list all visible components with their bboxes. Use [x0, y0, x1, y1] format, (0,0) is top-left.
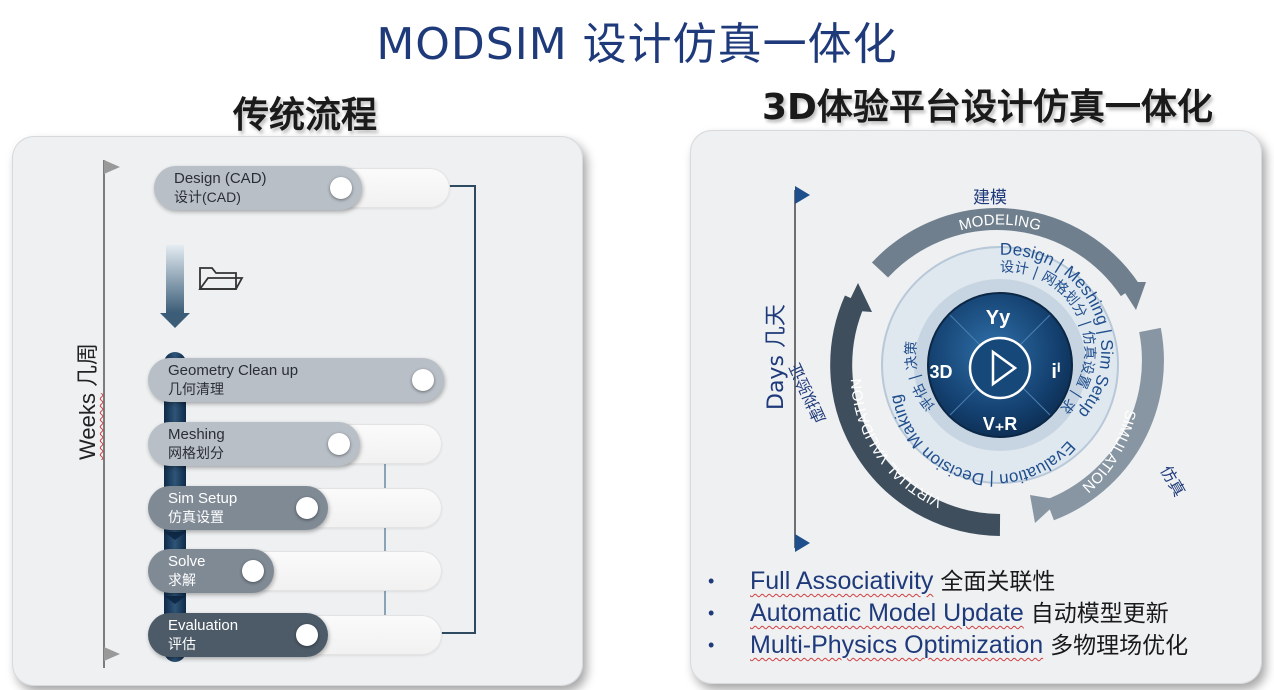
modeling-en-label: MODELING: [957, 212, 1043, 235]
play-circle: [968, 336, 1032, 400]
play-icon: [991, 349, 1018, 387]
traditional-process-panel: [12, 136, 583, 686]
hub-label-left: 3D: [929, 362, 952, 382]
feature-item: •Multi-Physics Optimization 多物理场优化: [708, 631, 1189, 659]
feature-item: •Automatic Model Update 自动模型更新: [708, 599, 1169, 627]
validation-arc: [830, 295, 1001, 536]
step-simsetup-knob: [296, 497, 318, 519]
days-axis-bottom-arrow: [795, 534, 810, 552]
step-meshing-knob: [328, 433, 350, 455]
weeks-axis-bottom-arrow: [104, 647, 120, 661]
page-title: MODSIM 设计仿真一体化: [376, 19, 898, 70]
feature-list: •Full Associativity 全面关联性 •Automatic Mod…: [708, 565, 1188, 661]
modeling-arc: [871, 208, 1140, 297]
step-design-knob: [330, 177, 352, 199]
validation-cn-label: 虚拟验证: [785, 360, 829, 426]
days-axis-top-arrow: [795, 186, 810, 204]
step-solve-knob: [242, 560, 264, 582]
weeks-axis-top-arrow: [104, 160, 120, 174]
step-evaluation-knob: [296, 624, 318, 646]
simulation-cn-label: 仿真: [1157, 463, 1189, 500]
step-design[interactable]: Design (CAD)设计(CAD): [154, 166, 362, 210]
hub-label-right: iⁱ: [1051, 361, 1060, 383]
hub-label-bottom: V₊R: [983, 414, 1018, 434]
modeling-cn-label: 建模: [973, 188, 1007, 208]
flow-down-arrow-shaft: [166, 245, 184, 313]
folder-icon: [198, 267, 244, 290]
hub-label-top: Yy: [986, 307, 1011, 329]
feature-item: •Full Associativity 全面关联性: [708, 567, 1056, 595]
right-section-title: 3D体验平台设计仿真一体化: [762, 87, 1213, 128]
days-axis-label: Days 几天: [764, 304, 789, 410]
flow-down-arrow-head: [160, 313, 190, 328]
simulation-arc: [1045, 327, 1164, 521]
left-section-title: 传统流程: [233, 95, 378, 136]
step-geometry-knob: [412, 369, 434, 391]
